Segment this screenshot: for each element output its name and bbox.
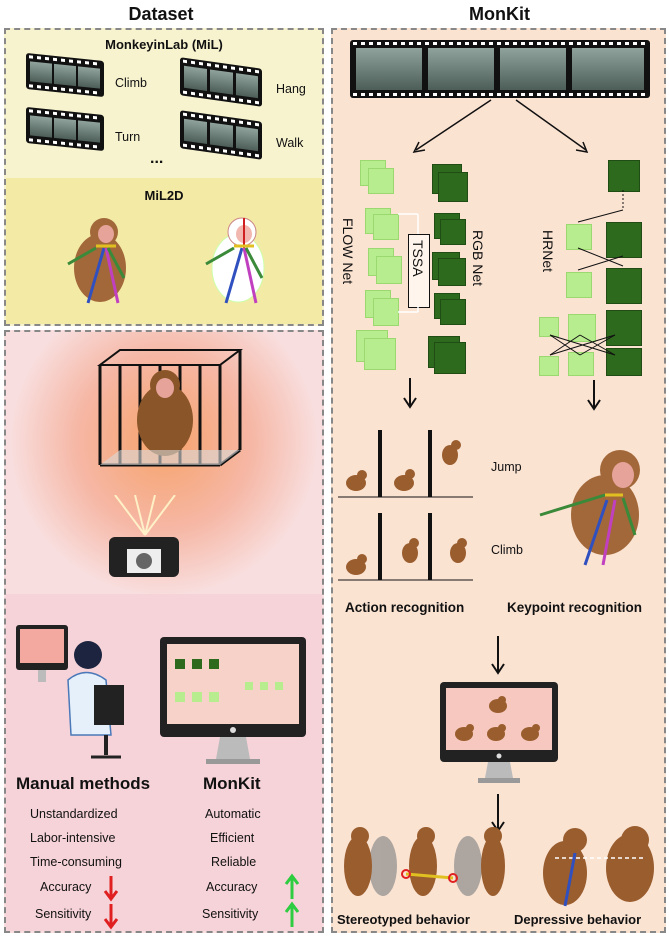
hrnet-label: HRNet	[540, 230, 556, 273]
mil2d-band	[6, 178, 322, 324]
monkit-compare-title: MonKit	[203, 774, 261, 793]
keypoint-monkey-skeleton	[205, 217, 265, 304]
hrnet-block	[606, 348, 642, 376]
action-walk-label: Walk	[276, 136, 304, 150]
hrnet-block	[606, 268, 642, 304]
rgb-block	[434, 342, 466, 374]
stereotyped-behavior-label: Stereotyped behavior	[337, 912, 470, 927]
jump-label: Jump	[491, 460, 522, 474]
manual-researcher	[16, 625, 124, 759]
hrnet-block	[606, 310, 642, 346]
monkit-trait-3: Reliable	[211, 855, 257, 869]
flow-block	[368, 168, 394, 194]
tssa-label: TSSA	[410, 240, 426, 277]
depressive-behavior-label: Depressive behavior	[514, 912, 642, 927]
manual-sensitivity-label: Sensitivity	[35, 907, 92, 921]
arrow-down-keypoint	[587, 380, 601, 411]
hrnet-block	[566, 224, 592, 250]
ellipsis: ...	[150, 150, 164, 167]
hrnet-block	[539, 317, 559, 337]
flow-net-label: FLOW Net	[340, 218, 356, 285]
depressive-behavior-figure	[543, 826, 654, 907]
result-monitor	[440, 682, 558, 783]
monkit-accuracy-label: Accuracy	[206, 880, 258, 894]
hrnet-block	[608, 160, 640, 192]
manual-trait-2: Labor-intensive	[30, 831, 116, 845]
monkit-trait-2: Efficient	[210, 831, 255, 845]
dataset-panel	[4, 28, 324, 326]
down-arrow-icon	[103, 904, 119, 930]
tssa-connectors	[398, 213, 419, 313]
rgb-block	[438, 258, 466, 286]
climb-label: Climb	[491, 543, 523, 557]
hrnet-block	[606, 222, 642, 258]
monkit-sensitivity-label: Sensitivity	[202, 907, 259, 921]
manual-trait-1: Unstandardized	[30, 807, 118, 821]
arrow-down-monitor	[491, 636, 505, 675]
hrnet-block	[568, 352, 594, 376]
input-video-strip	[350, 40, 650, 98]
camera-icon	[109, 495, 179, 577]
rgb-net-label: RGB Net	[470, 230, 486, 287]
flow-block	[376, 256, 402, 284]
manual-accuracy-label: Accuracy	[40, 880, 92, 894]
flow-block	[373, 298, 399, 326]
keypoint-monkey-colored	[67, 218, 126, 304]
hrnet-connections	[549, 190, 624, 356]
manual-title: Manual methods	[16, 774, 151, 793]
action-recognition-label: Action recognition	[345, 600, 465, 615]
rgb-block	[440, 299, 466, 325]
hrnet-block	[566, 272, 592, 298]
up-arrow-icon	[284, 901, 300, 927]
action-hang-label: Hang	[276, 82, 306, 96]
arrow-down-action	[403, 378, 417, 409]
rgb-block	[438, 172, 468, 202]
dataset-title: Dataset	[128, 4, 194, 24]
monkit-monitor	[160, 637, 306, 764]
action-climb-label: Climb	[115, 76, 147, 90]
keypoint-recognition-label: Keypoint recognition	[507, 600, 642, 615]
keypoint-monkey	[539, 450, 640, 566]
monkit-title: MonKit	[469, 4, 530, 24]
hrnet-block	[568, 314, 596, 342]
tssa-box	[408, 234, 430, 308]
monkey-cage	[97, 349, 243, 467]
split-arrows	[412, 99, 589, 154]
hrnet-block	[539, 356, 559, 376]
flow-block	[364, 338, 396, 370]
monkit-trait-1: Automatic	[205, 807, 261, 821]
down-arrow-icon	[103, 876, 119, 902]
up-arrow-icon	[284, 873, 300, 899]
flow-block	[373, 214, 399, 240]
manual-trait-3: Time-consuming	[30, 855, 122, 869]
mil-title: MonkeyinLab (MiL)	[105, 37, 223, 52]
rgb-block	[440, 219, 466, 245]
action-frames	[338, 430, 473, 581]
stereotyped-behavior-figure	[344, 827, 505, 896]
action-turn-label: Turn	[115, 130, 141, 144]
mil2d-title: MiL2D	[144, 188, 184, 203]
